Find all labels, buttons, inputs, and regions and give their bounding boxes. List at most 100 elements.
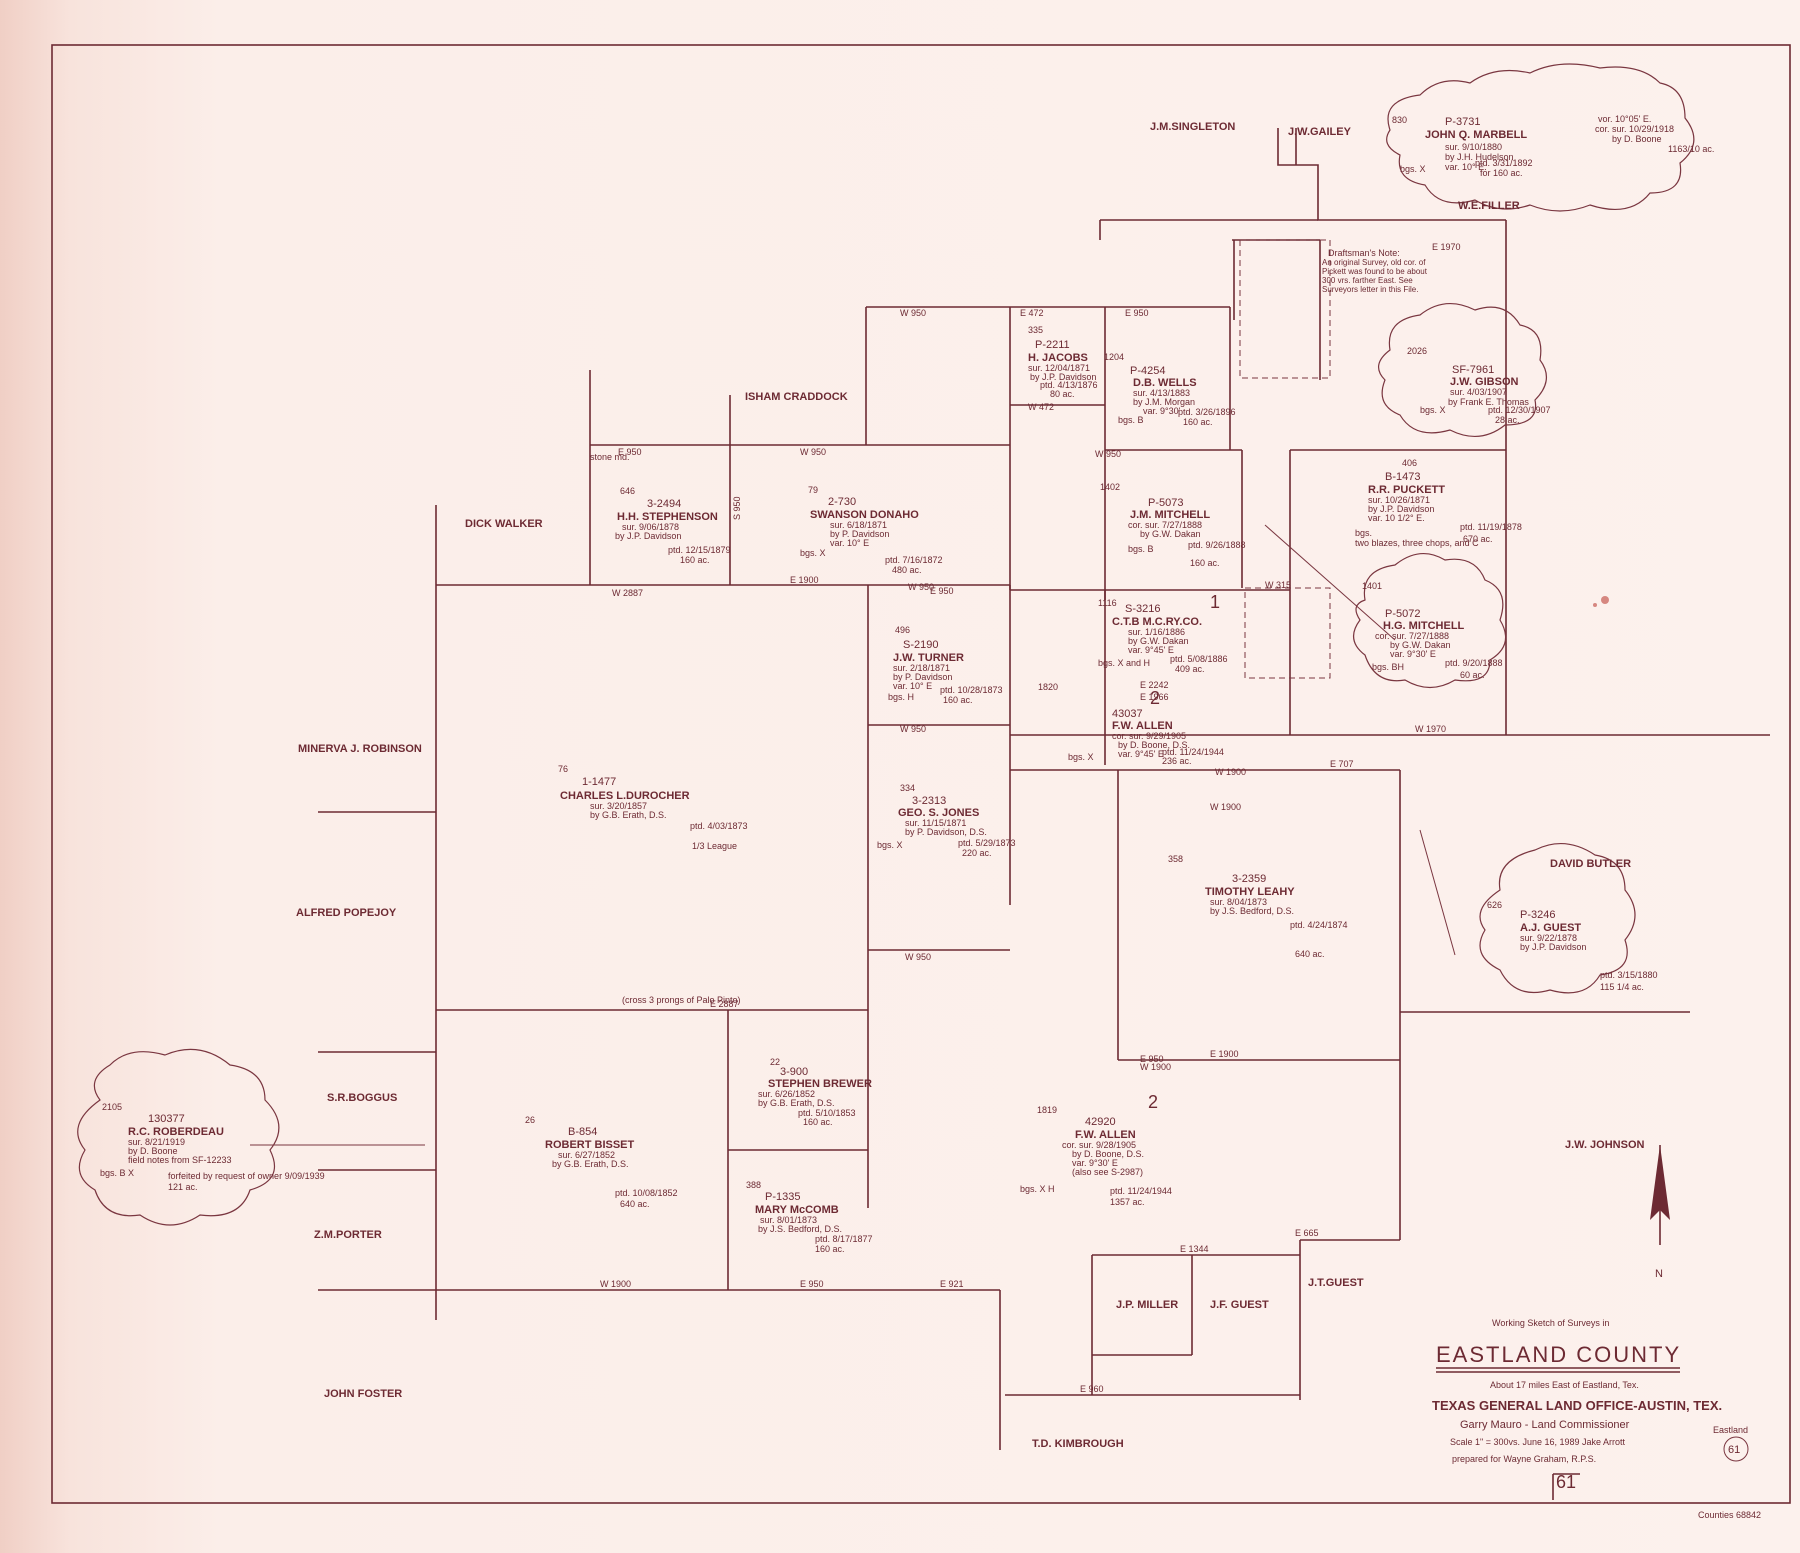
svg-text:160 ac.: 160 ac.: [803, 1117, 833, 1127]
svg-text:by D. Boone: by D. Boone: [128, 1146, 178, 1156]
sheet-number: 61: [1556, 1472, 1576, 1492]
survey-lines: [318, 128, 1770, 1450]
svg-text:E 472: E 472: [1020, 308, 1044, 318]
svg-text:R.R. PUCKETT: R.R. PUCKETT: [1368, 484, 1445, 496]
svg-text:var. 10 1/2° E.: var. 10 1/2° E.: [1368, 513, 1425, 523]
svg-text:160 ac.: 160 ac.: [1183, 417, 1213, 427]
svg-text:ptd. 3/15/1880: ptd. 3/15/1880: [1600, 970, 1658, 980]
svg-text:2: 2: [1148, 1092, 1158, 1112]
svg-text:SF-7961: SF-7961: [1452, 364, 1494, 376]
county-stamp: Eastland: [1713, 1425, 1748, 1435]
adj-kimbrough: T.D. KIMBROUGH: [1032, 1438, 1124, 1450]
svg-text:stone md.: stone md.: [590, 452, 630, 462]
svg-text:ptd. 12/30/1907: ptd. 12/30/1907: [1488, 405, 1551, 415]
svg-text:1401: 1401: [1362, 581, 1382, 591]
svg-text:sur. 12/04/1871: sur. 12/04/1871: [1028, 363, 1090, 373]
svg-text:sur. 10/26/1871: sur. 10/26/1871: [1368, 495, 1430, 505]
svg-text:ptd. 7/16/1872: ptd. 7/16/1872: [885, 555, 943, 565]
map-border: [51, 44, 1791, 1504]
svg-text:H. JACOBS: H. JACOBS: [1028, 352, 1088, 364]
svg-text:160 ac.: 160 ac.: [680, 555, 710, 565]
svg-text:2105: 2105: [102, 1102, 122, 1112]
svg-text:358: 358: [1168, 854, 1183, 864]
svg-text:E 921: E 921: [940, 1279, 964, 1289]
survey-gibson: 2026 SF-7961 J.W. GIBSON sur. 4/03/1907 …: [1407, 346, 1551, 425]
adjoining-names: J.M.SINGLETON J.W.GAILEY W.E.FILLER ISHA…: [296, 121, 1645, 1450]
svg-text:43037: 43037: [1112, 708, 1143, 720]
svg-text:E 950: E 950: [800, 1279, 824, 1289]
survey-mccomb: 388 P-1335 MARY McCOMB sur. 8/01/1873 by…: [746, 1180, 873, 1254]
adj-walker: DICK WALKER: [465, 518, 543, 530]
svg-text:76: 76: [558, 764, 568, 774]
adj-robinson: MINERVA J. ROBINSON: [298, 743, 422, 755]
svg-text:1820: 1820: [1038, 682, 1058, 692]
svg-text:E 1970: E 1970: [1432, 242, 1461, 252]
svg-text:ptd. 3/26/1896: ptd. 3/26/1896: [1178, 407, 1236, 417]
svg-text:by G.B. Erath, D.S.: by G.B. Erath, D.S.: [552, 1159, 629, 1169]
sheet-circle: 61: [1728, 1444, 1740, 1456]
field-notes: Draftsman's Note: An original Survey, ol…: [590, 248, 1427, 1005]
survey-allen-2: 1819 42920 F.W. ALLEN cor. sur. 9/28/190…: [1020, 1092, 1172, 1207]
svg-text:var. 10° E: var. 10° E: [893, 681, 932, 691]
svg-text:bgs. X: bgs. X: [1400, 164, 1426, 174]
title-prepared: prepared for Wayne Graham, R.P.S.: [1452, 1454, 1596, 1464]
svg-text:sur. 2/18/1871: sur. 2/18/1871: [893, 663, 950, 673]
svg-text:sur. 6/18/1871: sur. 6/18/1871: [830, 520, 887, 530]
svg-text:2026: 2026: [1407, 346, 1427, 356]
survey-jacobs: 335 P-2211 H. JACOBS sur. 12/04/1871 by …: [1028, 325, 1098, 399]
svg-text:by P. Davidson: by P. Davidson: [830, 529, 889, 539]
svg-text:A.J. GUEST: A.J. GUEST: [1520, 922, 1581, 934]
svg-text:bgs. X: bgs. X: [800, 548, 826, 558]
svg-text:79: 79: [808, 485, 818, 495]
svg-text:by J.H. Hudelson: by J.H. Hudelson: [1445, 152, 1514, 162]
svg-text:S-3216: S-3216: [1125, 603, 1160, 615]
svg-text:sur. 4/03/1907: sur. 4/03/1907: [1450, 387, 1507, 397]
catalog-number: Counties 68842: [1698, 1510, 1761, 1520]
svg-text:P-5073: P-5073: [1148, 497, 1183, 509]
adj-singleton: J.M.SINGLETON: [1150, 121, 1235, 133]
adj-butler: DAVID BUTLER: [1550, 858, 1631, 870]
svg-text:E 950: E 950: [930, 586, 954, 596]
svg-text:by J.P. Davidson: by J.P. Davidson: [1368, 504, 1434, 514]
svg-text:640 ac.: 640 ac.: [620, 1199, 650, 1209]
svg-text:2: 2: [1150, 688, 1160, 708]
svg-text:1819: 1819: [1037, 1105, 1057, 1115]
svg-text:236 ac.: 236 ac.: [1162, 756, 1192, 766]
svg-text:1357 ac.: 1357 ac.: [1110, 1197, 1145, 1207]
svg-text:(also see S-2987): (also see S-2987): [1072, 1167, 1143, 1177]
svg-text:130377: 130377: [148, 1113, 185, 1125]
svg-text:bgs. X: bgs. X: [1068, 752, 1094, 762]
svg-text:Draftsman's Note:: Draftsman's Note:: [1328, 248, 1400, 258]
svg-text:(cross 3 prongs of Palo Pinto): (cross 3 prongs of Palo Pinto): [622, 995, 741, 1005]
svg-text:1163/10 ac.: 1163/10 ac.: [1668, 144, 1714, 154]
svg-text:by G.W. Dakan: by G.W. Dakan: [1390, 640, 1451, 650]
svg-text:ptd. 8/17/1877: ptd. 8/17/1877: [815, 1234, 873, 1244]
svg-text:C.T.B M.C.RY.CO.: C.T.B M.C.RY.CO.: [1112, 616, 1202, 628]
title-scale: Scale 1" = 300vs. June 16, 1989 Jake Arr…: [1450, 1437, 1626, 1447]
svg-text:626: 626: [1487, 900, 1502, 910]
svg-text:sur. 8/01/1873: sur. 8/01/1873: [760, 1215, 817, 1225]
svg-text:1204: 1204: [1104, 352, 1124, 362]
svg-text:J.M. MITCHELL: J.M. MITCHELL: [1130, 509, 1210, 521]
survey-puckett: 406 B-1473 R.R. PUCKETT sur. 10/26/1871 …: [1355, 458, 1522, 548]
survey-turner: 496 S-2190 J.W. TURNER sur. 2/18/1871 by…: [888, 625, 1003, 705]
survey-brewer: 22 3-900 STEPHEN BREWER sur. 6/26/1852 b…: [758, 1057, 872, 1127]
svg-text:W 950: W 950: [1095, 449, 1121, 459]
svg-text:28 ac.: 28 ac.: [1495, 415, 1520, 425]
svg-text:60 ac.: 60 ac.: [1460, 670, 1485, 680]
svg-text:W 950: W 950: [905, 952, 931, 962]
svg-text:ptd. 3/31/1892: ptd. 3/31/1892: [1475, 158, 1533, 168]
svg-text:by G.B. Erath, D.S.: by G.B. Erath, D.S.: [590, 810, 667, 820]
title-working: Working Sketch of Surveys in: [1492, 1318, 1609, 1328]
svg-text:bgs. X: bgs. X: [877, 840, 903, 850]
svg-text:W 315: W 315: [1265, 580, 1291, 590]
svg-text:J.W. TURNER: J.W. TURNER: [893, 652, 964, 664]
svg-text:sur. 1/16/1886: sur. 1/16/1886: [1128, 627, 1185, 637]
svg-text:by G.W. Dakan: by G.W. Dakan: [1140, 529, 1201, 539]
svg-text:JOHN Q. MARBELL: JOHN Q. MARBELL: [1425, 129, 1527, 141]
svg-text:ptd. 11/19/1878: ptd. 11/19/1878: [1460, 522, 1522, 532]
adj-gailey: J.W.GAILEY: [1288, 126, 1352, 138]
svg-text:sur. 6/26/1852: sur. 6/26/1852: [758, 1089, 815, 1099]
svg-text:J.W. GIBSON: J.W. GIBSON: [1450, 376, 1519, 388]
svg-text:F.W. ALLEN: F.W. ALLEN: [1075, 1129, 1136, 1141]
